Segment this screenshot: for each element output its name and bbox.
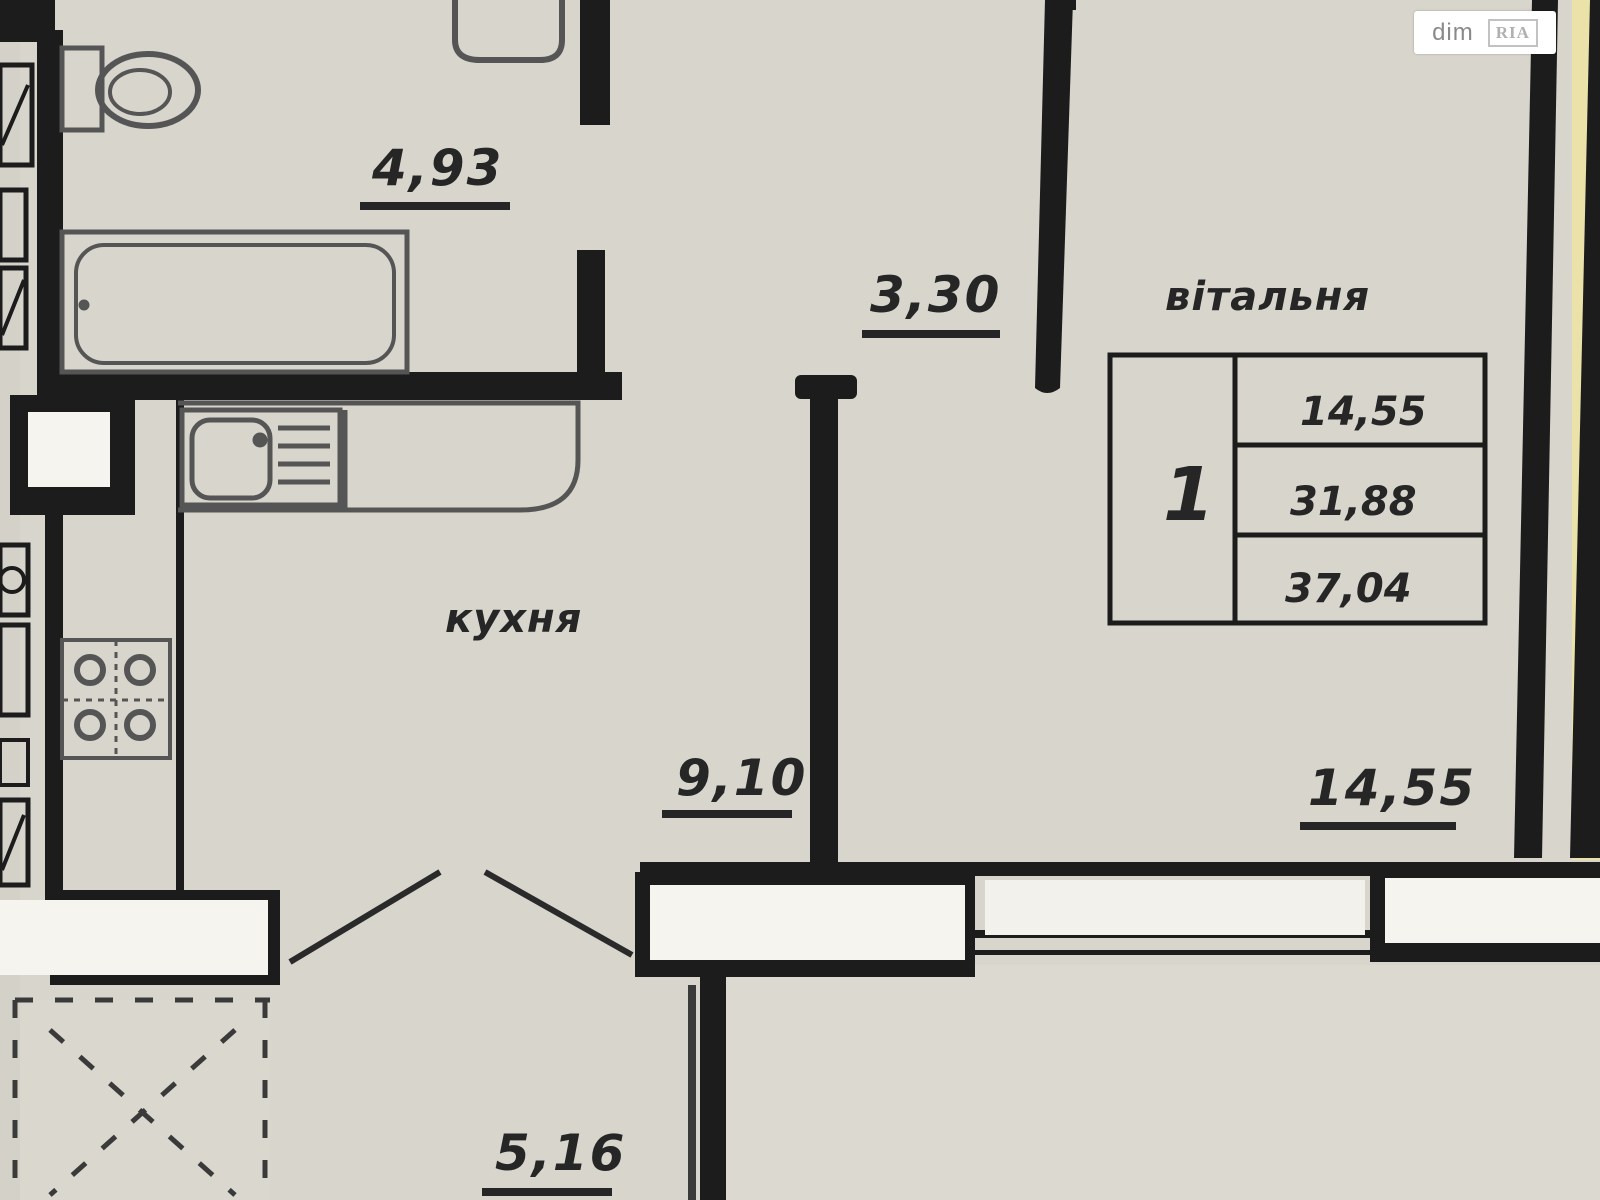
area-labels: 4,93 3,30 вітальня 14,55 кухня 9,10 5,16 — [360, 139, 1476, 1196]
columns — [0, 395, 1600, 985]
hall-lower-area: 5,16 — [495, 1124, 626, 1182]
wall-bottom-thin — [975, 950, 1375, 955]
kitchen-area: 9,10 — [676, 749, 807, 807]
hall-lower-area-underline — [482, 1188, 612, 1196]
summary-living-area: 14,55 — [1300, 389, 1427, 435]
wall-bath-right — [577, 250, 605, 380]
bathtub — [59, 229, 410, 375]
watermark-brand: dim — [1432, 18, 1474, 46]
dim-ria-watermark: dim RIA — [1414, 11, 1556, 54]
hall-upper-area-underline — [862, 330, 1000, 338]
summary-total-area: 37,04 — [1285, 566, 1412, 612]
summary-table-frame — [1107, 352, 1488, 626]
summary-usable-area: 31,88 — [1290, 479, 1417, 525]
wall-kitchen-inner — [176, 400, 184, 890]
bathroom-area: 4,93 — [371, 139, 503, 197]
washbasin — [452, 0, 565, 63]
block-bottom-1-inner — [650, 885, 965, 960]
block-bottom-2-inner — [1385, 878, 1600, 943]
lower-unit-area — [700, 965, 1600, 1200]
storage-cross — [12, 997, 270, 1200]
hall-upper-area: 3,30 — [870, 266, 1001, 324]
storage-area — [0, 1000, 270, 1200]
column-left-inner — [28, 412, 110, 487]
kitchen-sink — [178, 400, 581, 513]
wall-bath-left — [37, 30, 63, 390]
window-bottom — [985, 880, 1365, 935]
wall-lower-thin — [688, 985, 696, 1200]
wall-living-left-top — [1035, 0, 1073, 393]
fixtures — [12, 0, 634, 1200]
watermark-badge-logo: RIA — [1487, 18, 1538, 47]
door-swing-right — [483, 869, 634, 958]
wall-kitchen-left — [45, 515, 63, 900]
summary-rooms-count: 1 — [1163, 452, 1215, 538]
kitchen-area-underline — [662, 810, 792, 818]
kitchen-name: кухня — [445, 596, 582, 642]
living-room-area-underline — [1300, 822, 1456, 830]
wall-right-outer-2 — [1570, 0, 1600, 858]
wall-bath-top — [580, 0, 610, 125]
summary-table: 1 14,55 31,88 37,04 — [1107, 352, 1488, 626]
block-left-bottom-inner — [0, 900, 268, 975]
bathroom-area-underline — [360, 202, 510, 210]
wall-lower-right — [700, 975, 726, 1200]
toilet — [59, 45, 201, 133]
left-facade — [0, 0, 35, 1200]
living-room-name: вітальня — [1165, 274, 1370, 320]
living-room-area: 14,55 — [1308, 759, 1476, 817]
wall-right-outer-1 — [1514, 0, 1558, 858]
door-swing-left — [288, 869, 442, 965]
stove — [60, 638, 172, 760]
wall-kitchen-living — [810, 375, 838, 880]
